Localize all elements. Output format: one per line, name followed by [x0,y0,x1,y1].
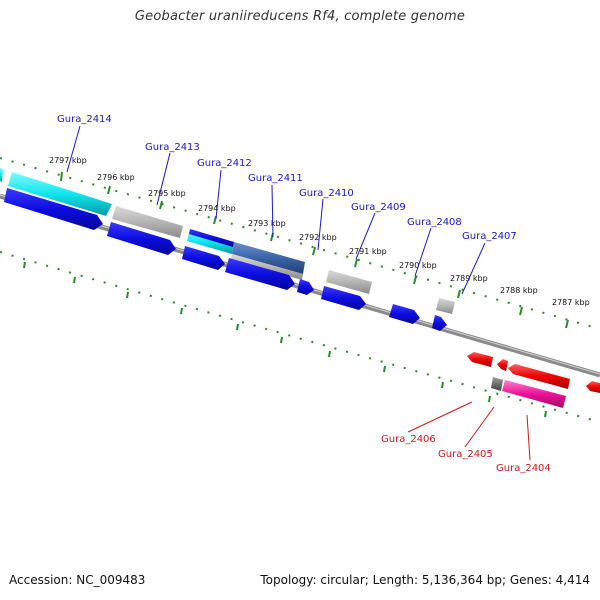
gene-label-gura-2404[interactable]: Gura_2404 [496,463,551,474]
feature-gura-2413-pseudo[interactable] [112,206,183,238]
reverse-row [467,352,600,408]
gene-label-gura-2409[interactable]: Gura_2409 [351,202,406,213]
feature-cyan-small[interactable] [0,168,3,182]
tick-label-2795: 2795 kbp [148,189,186,198]
accession-text: Accession: NC_009483 [9,573,146,587]
map-title: Geobacter uraniireducens Rf4, complete g… [134,9,466,24]
gene-label-gura-2413[interactable]: Gura_2413 [145,142,200,153]
gene-label-gura-2406[interactable]: Gura_2406 [381,434,436,445]
cds-arrow-7[interactable] [389,304,420,324]
feature-gura-2410-pseudo[interactable] [326,270,372,294]
gene-label-gura-2410[interactable]: Gura_2410 [299,188,354,199]
forward-leader-lines [66,125,486,295]
rev-arrow-small[interactable] [497,359,508,371]
minor-ticks [23,261,547,418]
gene-label-gura-2408[interactable]: Gura_2408 [407,217,462,228]
lower-ruler-circle [0,251,600,423]
gene-label-gura-2414[interactable]: Gura_2414 [57,114,112,125]
rev-dark-gura-2405[interactable] [491,377,503,391]
tick-label-2797: 2797 kbp [49,156,87,165]
cds-arrow-1[interactable] [4,188,103,230]
cds-arrow-6[interactable] [321,286,366,310]
forward-inner-row [4,188,447,331]
tick-label-2787: 2787 kbp [552,298,590,307]
cds-arrow-2[interactable] [107,222,176,255]
tick-label-2792: 2792 kbp [299,233,337,242]
cds-arrow-5[interactable] [297,279,314,295]
gene-label-gura-2411[interactable]: Gura_2411 [248,173,303,184]
feature-gura-2411-steel[interactable] [232,242,305,274]
major-ticks [60,171,569,329]
reverse-leader-lines [407,401,531,461]
rev-arrow-gura-2406[interactable] [467,352,493,367]
rev-arrow-edge[interactable] [586,381,600,393]
gene-label-gura-2405[interactable]: Gura_2405 [438,449,493,460]
feature-gura-2414-rna[interactable] [8,172,112,216]
cds-arrow-4[interactable] [225,258,295,290]
feature-gura-2411-gray[interactable] [231,254,303,280]
gene-label-gura-2412[interactable]: Gura_2412 [197,158,252,169]
feature-gura-2412-cds[interactable] [189,229,234,247]
feature-gura-2407-pseudo[interactable] [436,298,455,314]
tick-label-2790: 2790 kbp [399,261,437,270]
cds-arrow-3[interactable] [182,246,225,270]
tick-label-2791: 2791 kbp [349,247,387,256]
tick-label-2793: 2793 kbp [248,219,286,228]
rev-pink-gura-2404[interactable] [502,380,566,408]
gene-label-gura-2407[interactable]: Gura_2407 [462,231,517,242]
cds-arrow-8[interactable] [432,315,447,331]
forward-outer-row [0,168,455,314]
tick-label-2788: 2788 kbp [500,286,538,295]
tick-label-2796: 2796 kbp [97,173,135,182]
genome-summary: Topology: circular; Length: 5,136,364 bp… [260,573,590,587]
rev-arrow-long[interactable] [508,364,570,389]
